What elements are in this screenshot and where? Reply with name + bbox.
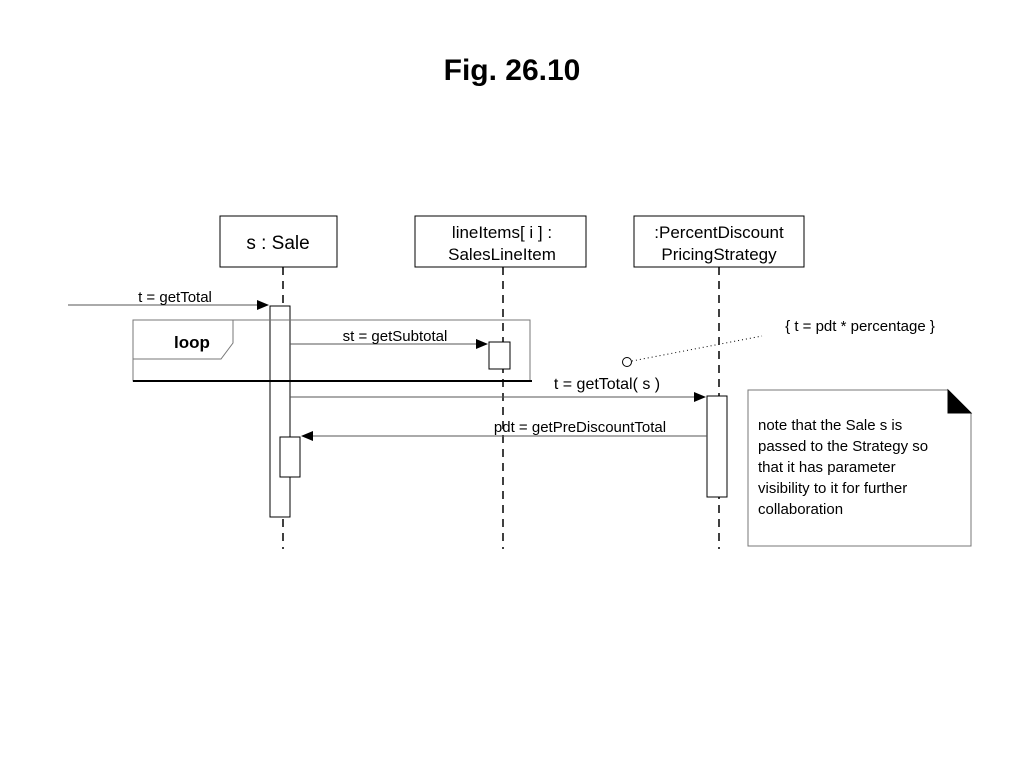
note: note that the Sale s is passed to the St… [747,388,973,547]
activation-lineitem [488,341,511,370]
participant-lineitem-label-1: lineItems[ i ] : [452,223,552,242]
participant-lineitem-label-2: SalesLineItem [448,245,556,264]
participant-strategy-label-2: PricingStrategy [661,245,777,264]
note-border [747,389,972,547]
activation-strategy [706,395,728,498]
constraint-annotation: { t = pdt * percentage } [622,318,935,367]
constraint-connector [631,335,763,362]
message-getsubtotal[interactable]: st = getSubtotal [290,328,488,349]
note-line-4: visibility to it for further [758,480,907,497]
figure-title: Fig. 26.10 [443,54,581,87]
participant-sale[interactable]: s : Sale [219,215,338,268]
message-gettotal-s[interactable]: t = getTotal( s ) [290,376,706,402]
activation-sale [269,305,291,518]
activation-sale-nested [279,436,301,478]
note-line-1: note that the Sale s is [758,417,902,434]
constraint-anchor-icon [622,357,632,367]
constraint-text: { t = pdt * percentage } [785,318,935,335]
message-gettotal-label: t = getTotal [138,289,212,306]
note-line-5: collaboration [758,501,843,518]
message-gettotal[interactable]: t = getTotal [68,289,269,310]
message-getsubtotal-label: st = getSubtotal [343,328,448,345]
participant-strategy-label-1: :PercentDiscount [654,223,784,242]
message-gettotal-s-label: t = getTotal( s ) [554,376,660,393]
participant-strategy[interactable]: :PercentDiscount PricingStrategy [633,215,805,268]
message-getprediscounttotal[interactable]: pdt = getPreDiscountTotal [301,419,707,441]
loop-frame: loop [132,319,531,382]
note-folded-corner-icon [947,388,973,414]
note-line-3: that it has parameter [758,459,896,476]
message-getprediscounttotal-label: pdt = getPreDiscountTotal [494,419,666,436]
participant-lineitem[interactable]: lineItems[ i ] : SalesLineItem [414,215,587,268]
participant-sale-label: s : Sale [246,233,309,254]
note-line-2: passed to the Strategy so [758,438,928,455]
loop-frame-label: loop [174,333,210,352]
